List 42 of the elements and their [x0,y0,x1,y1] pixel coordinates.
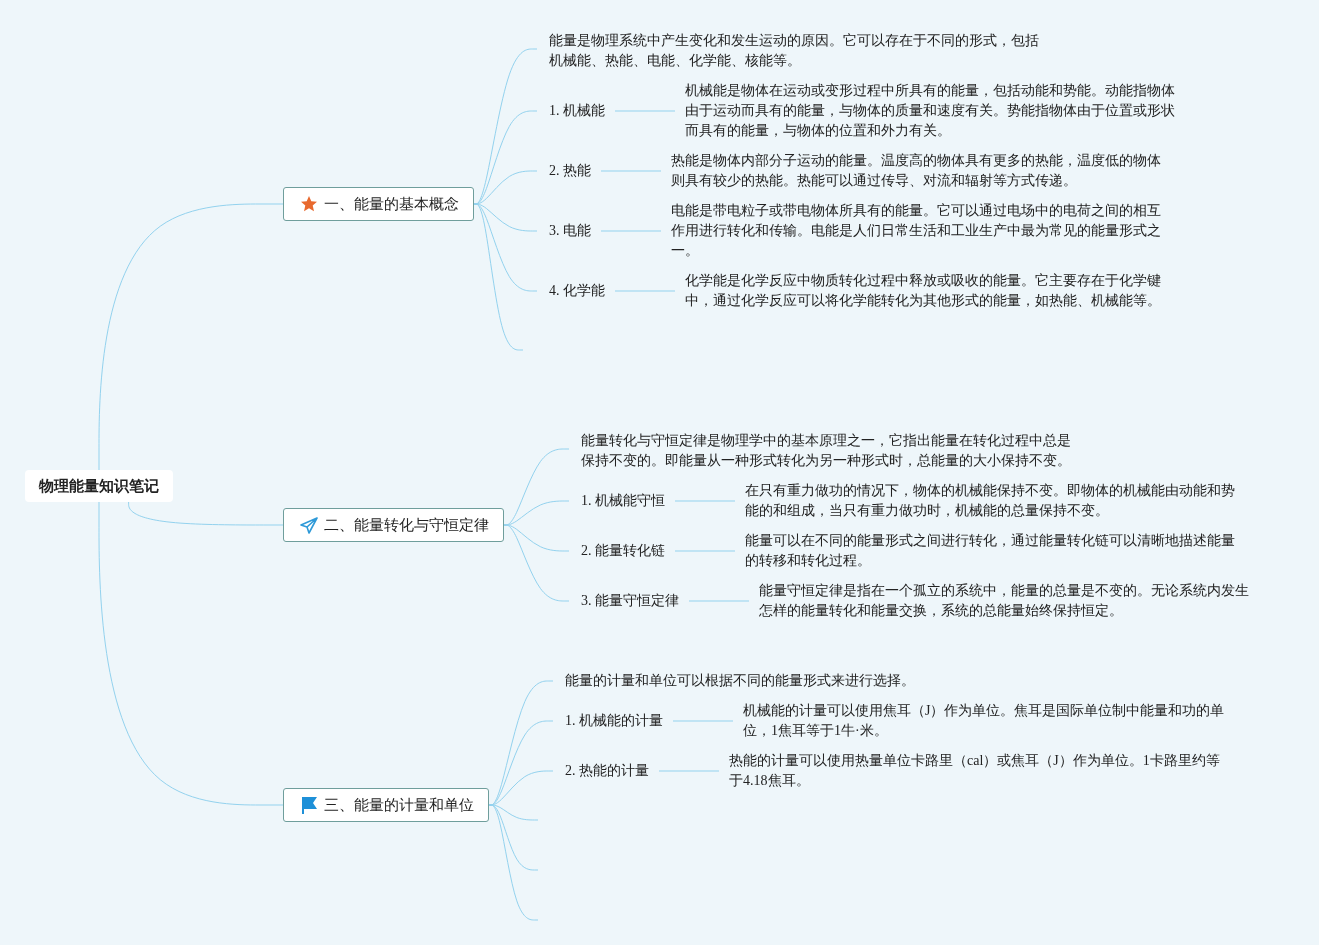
connector-line [672,720,734,722]
connector-line [600,230,662,232]
topic-title: 一、能量的基本概念 [324,195,459,214]
connector-line [600,170,662,172]
root-topic: 物理能量知识笔记 [25,470,173,502]
branch-topic [283,508,504,542]
note-text: 能量转化与守恒定律是物理学中的基本原理之一，它指出能量在转化过程中总是保持不变的。即能量从一种形式转化为另一种形式时，总能量的大小保持不变。 [581,431,1081,471]
connector-line [688,600,750,602]
connector-line [614,290,676,292]
note-text: 在只有重力做功的情况下，物体的机械能保持不变。即物体的机械能由动能和势能的和组成，当只有重力做功时，机械能的总量保持不变。 [745,481,1245,521]
connector-line [98,203,284,471]
note-text: 能量的计量和单位可以根据不同的能量形式来进行选择。 [565,671,915,691]
connector-line [98,501,284,806]
connector-line [503,524,570,552]
subtopic-label: 2. 热能 [549,161,591,181]
connector-line [658,770,720,772]
note-text: 化学能是化学反应中物质转化过程中释放或吸收的能量。它主要存在于化学键中，通过化学反应可以将化学能转化为其他形式的能量，如热能、机械能等。 [685,271,1171,311]
note-text: 电能是带电粒子或带电物体所具有的能量。它可以通过电场中的电荷之间的相互作用进行转化和传输。电能是人们日常生活和工业生产中最为常见的能量形式之一。 [671,201,1171,261]
subtopic-label: 3. 电能 [549,221,591,241]
note-text: 机械能是物体在运动或变形过程中所具有的能量，包括动能和势能。动能指物体由于运动而具有的能量，与物体的质量和速度有关。势能指物体由于位置或形状而具有的能量，与物体的位置和外力有关。 [685,81,1185,141]
connector-line [128,501,284,526]
note-text: 能量是物理系统中产生变化和发生运动的原因。它可以存在于不同的形式，包括机械能、热能、电能、化学能、核能等。 [549,31,1049,71]
connector-line [503,524,570,602]
note-text: 热能的计量可以使用热量单位卡路里（cal）或焦耳（J）作为单位。1卡路里约等于4.18焦耳。 [729,751,1229,791]
branch-topic [283,187,474,221]
subtopic-label: 2. 热能的计量 [565,761,649,781]
note-text: 能量守恒定律是指在一个孤立的系统中，能量的总量是不变的。无论系统内发生怎样的能量转化和能量交换，系统的总能量始终保持恒定。 [759,581,1259,621]
connector-line [674,550,736,552]
note-text: 机械能的计量可以使用焦耳（J）作为单位。焦耳是国际单位制中能量和功的单位，1焦耳等于1牛·米。 [743,701,1233,741]
subtopic-label: 2. 能量转化链 [581,541,665,561]
note-text: 热能是物体内部分子运动的能量。温度高的物体具有更多的热能，温度低的物体则具有较少的热能。热能可以通过传导、对流和辐射等方式传递。 [671,151,1171,191]
subtopic-label: 1. 机械能 [549,101,605,121]
note-text: 能量可以在不同的能量形式之间进行转化，通过能量转化链可以清晰地描述能量的转移和转化过程。 [745,531,1245,571]
subtopic-label: 1. 机械能守恒 [581,491,665,511]
subtopic-label: 4. 化学能 [549,281,605,301]
subtopic-label: 3. 能量守恒定律 [581,591,679,611]
connector-line [674,500,736,502]
topic-title: 二、能量转化与守恒定律 [324,516,489,535]
branch-topic [283,788,489,822]
subtopic-label: 1. 机械能的计量 [565,711,663,731]
topic-title: 三、能量的计量和单位 [324,796,474,815]
connector-line [614,110,676,112]
